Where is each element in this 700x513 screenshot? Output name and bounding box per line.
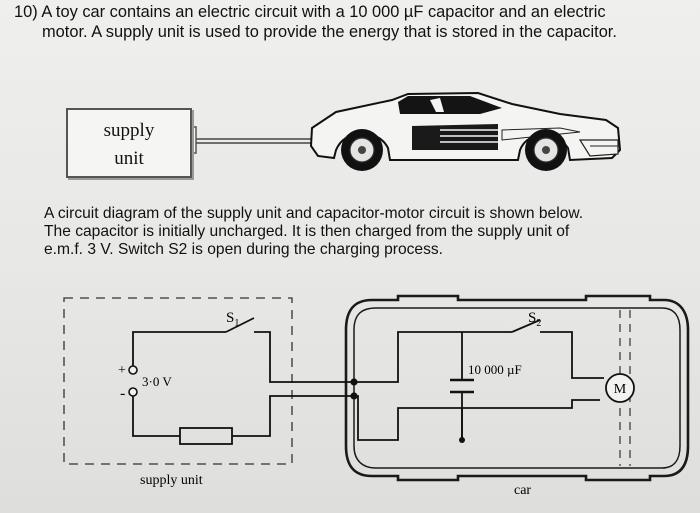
capacitor-label: 10 000 µF [468,362,522,377]
car-wiring [354,319,600,441]
plus-sign: + [118,363,126,378]
question-line-1: 10) A toy car contains an electric circu… [14,3,606,21]
car-caption: car [514,483,531,498]
question-text: 10) A toy car contains an electric circu… [14,2,694,42]
supply-unit-box: supply unit [66,108,192,178]
s1-label: S1 [226,310,239,329]
question-line-2: motor. A supply unit is used to provide … [42,23,617,41]
rear-wheel [525,129,567,171]
supply-unit-label-line-1: supply [103,120,155,141]
intro-line-1: A circuit diagram of the supply unit and… [44,205,584,222]
positive-terminal [128,365,138,375]
switch-s2[interactable] [511,319,541,333]
s2-label: S2 [528,310,541,329]
switch-s1[interactable] [225,317,255,333]
car-window [398,96,502,114]
car-outline [344,294,690,482]
supply-unit-boundary [63,297,293,465]
intro-line-2: The capacitor is initially uncharged. It… [44,223,570,240]
toy-car [309,91,622,162]
motor-symbol [605,373,635,403]
intro-line-3: e.m.f. 3 V. Switch S2 is open during the… [44,241,444,258]
supply-unit-label-line-2: unit [114,148,144,169]
resistor [179,427,233,445]
supply-wiring [132,317,354,437]
car-outline-inner [353,307,681,469]
supply-unit-caption: supply unit [140,473,203,488]
motor-label: M [614,382,627,397]
negative-terminal [128,387,138,397]
emf-label: 3·0 V [142,374,172,389]
front-wheel [341,129,383,171]
intro-text: A circuit diagram of the supply unit and… [44,205,684,259]
minus-sign: - [120,385,125,402]
